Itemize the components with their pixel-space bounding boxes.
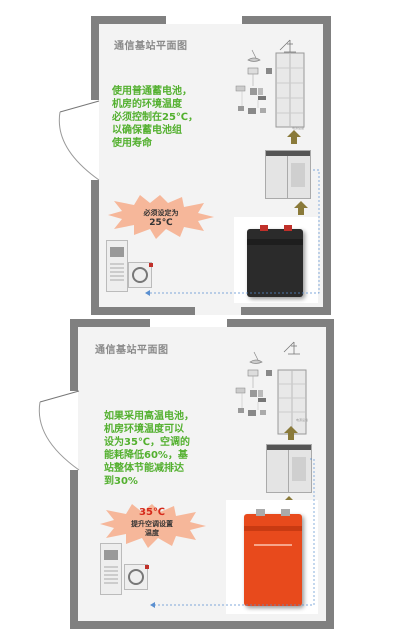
device-label: 电源设备	[292, 126, 305, 130]
door-swing	[58, 100, 100, 181]
burst-callout	[100, 504, 206, 548]
rack-cabinet-icon	[265, 150, 311, 199]
power-path-line	[145, 169, 320, 296]
wall-left-upper	[91, 16, 99, 100]
burst-caption: 必须设定为	[143, 209, 179, 217]
wall-bottom-left	[91, 307, 195, 315]
network-diagram	[235, 39, 305, 128]
wall-right	[326, 319, 334, 629]
wall-left-upper	[70, 319, 78, 391]
wall-bottom	[70, 621, 334, 629]
air-conditioner-icon	[106, 240, 128, 292]
antenna-icon	[279, 39, 296, 53]
arrow-up-icon	[287, 130, 301, 144]
battery-icon	[226, 500, 318, 614]
wall-left-lower	[91, 180, 99, 315]
arrow-up-icon	[294, 201, 308, 215]
antenna-icon	[283, 341, 300, 355]
fan-icon	[124, 564, 149, 590]
wall-right	[323, 16, 331, 315]
device-label: 电源设备	[296, 418, 309, 422]
air-conditioner-icon	[100, 543, 122, 595]
arrow-up-icon	[284, 426, 298, 440]
battery-icon	[234, 217, 318, 303]
temperature-note: 使用普通蓄电池， 机房的环境温度 必须控制在25℃， 以确保蓄电池组 使用寿命	[112, 86, 199, 149]
burst-callout	[108, 195, 214, 239]
burst-caption: 提升空调设置 温度	[131, 520, 173, 537]
wall-left-lower	[70, 470, 78, 629]
wall-bottom-right	[241, 307, 331, 315]
wall-top-left	[91, 16, 166, 24]
wall-top-left	[70, 319, 150, 327]
burst-temperature: 25℃	[149, 218, 173, 228]
floor-plan-title: 通信基站平面图	[95, 345, 169, 356]
rack-cabinet-icon	[266, 444, 312, 493]
door-swing	[38, 390, 80, 471]
fan-icon	[128, 262, 153, 288]
power-path-line	[150, 458, 315, 608]
temperature-note: 如果采用高温电池， 机房环境温度可以 设为35℃，空调的 能耗降低60%，基 站…	[104, 411, 194, 487]
wall-top-right	[227, 319, 334, 327]
floor-plan-title: 通信基站平面图	[114, 41, 188, 52]
burst-temperature: 35℃	[138, 507, 166, 518]
wall-top-right	[242, 16, 331, 24]
